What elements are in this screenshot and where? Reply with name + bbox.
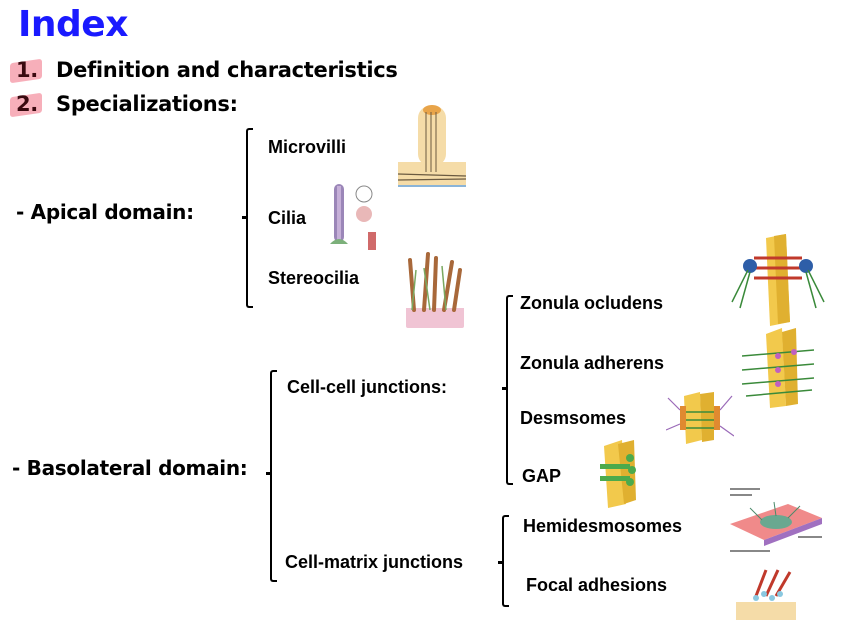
zonula-adherens-diagram (742, 328, 814, 408)
focal-adhesion-diagram (736, 569, 796, 620)
stereocilia-diagram (406, 252, 464, 328)
cilia-diagram (330, 184, 376, 250)
basolateral-domain-label: - Basolateral domain: (12, 456, 248, 480)
zonula-ocludens-diagram (731, 234, 825, 326)
item-stereocilia: Stereocilia (268, 268, 360, 288)
apical-brace (242, 128, 253, 308)
item-label: Definition and characteristics (56, 58, 398, 82)
cell-matrix-junctions-label: Cell-matrix junctions (285, 552, 464, 572)
item-number: 2. (10, 92, 56, 118)
item-number: 1. (10, 58, 56, 84)
item-zonula-ocludens: Zonula ocludens (520, 293, 664, 313)
hemidesmosome-diagram (730, 488, 822, 552)
item-cilia: Cilia (268, 208, 307, 228)
index-item-1: 1.Definition and characteristics (10, 58, 398, 84)
page-title: Index (18, 4, 128, 45)
cell-cell-brace (502, 295, 513, 485)
cell-matrix-brace (498, 515, 509, 607)
basolateral-brace (266, 370, 277, 582)
index-item-2: 2.Specializations: (10, 92, 238, 118)
item-zonula-adherens: Zonula adherens (520, 353, 665, 373)
gap-junction-diagram (600, 440, 636, 508)
item-microvilli: Microvilli (268, 137, 347, 157)
apical-domain-label: - Apical domain: (16, 200, 194, 224)
cell-cell-junctions-label: Cell-cell junctions: (287, 377, 448, 397)
item-gap: GAP (522, 466, 562, 486)
item-label: Specializations: (56, 92, 238, 116)
item-focal-adhesions: Focal adhesions (526, 575, 668, 595)
desmosome-diagram (666, 392, 734, 444)
item-hemidesmosomes: Hemidesmosomes (523, 516, 683, 536)
item-desmosomes: Desmsomes (520, 408, 627, 428)
microvilli-diagram (398, 105, 466, 187)
